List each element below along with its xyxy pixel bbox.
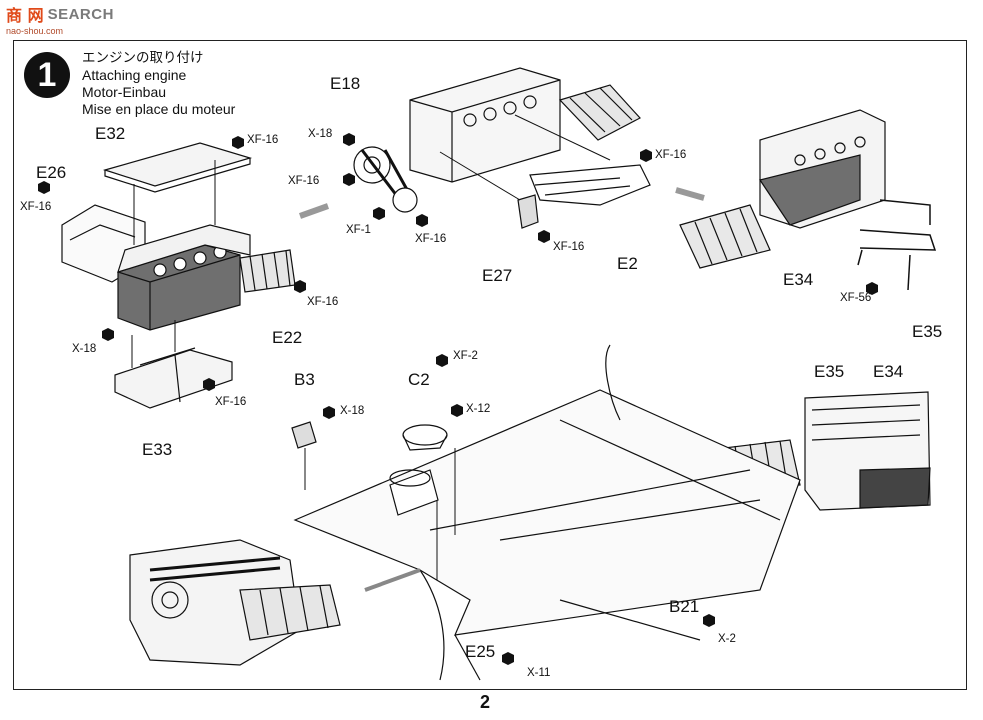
step-title-block: エンジンの取り付け Attaching engine Motor-Einbau … — [82, 50, 235, 118]
watermark-url: nao-shou.com — [6, 26, 64, 36]
step-title-en: Attaching engine — [82, 67, 187, 83]
code-xf16-e2: XF-16 — [655, 149, 687, 161]
instruction-frame — [13, 40, 967, 690]
code-xf16-e33: XF-16 — [215, 396, 247, 408]
code-xf16-e32: XF-16 — [247, 134, 279, 146]
part-label-e34-mid: E34 — [873, 362, 904, 381]
part-label-b3: B3 — [294, 370, 315, 389]
part-label-c2: C2 — [408, 370, 430, 389]
step-title-jp: エンジンの取り付け — [82, 50, 204, 66]
part-label-e18: E18 — [330, 74, 361, 93]
code-x11: X-11 — [527, 667, 551, 679]
code-xf16-e27: XF-16 — [553, 241, 585, 253]
code-x18-b3: X-18 — [340, 405, 365, 417]
part-label-e22: E22 — [272, 328, 303, 347]
part-label-e26: E26 — [36, 163, 67, 182]
watermark-cn: 商 网 — [6, 6, 44, 25]
part-label-e33: E33 — [142, 440, 173, 459]
part-label-e25: E25 — [465, 642, 496, 661]
code-xf56: XF-56 — [840, 292, 872, 304]
step-title-de: Motor-Einbau — [82, 84, 167, 100]
page-number: 2 — [480, 692, 491, 712]
part-label-e2: E2 — [617, 254, 638, 273]
watermark-en: SEARCH — [47, 5, 114, 23]
part-label-e34-top: E34 — [783, 270, 814, 289]
part-label-e35-mid: E35 — [814, 362, 845, 381]
code-xf16-e18: XF-16 — [288, 175, 320, 187]
code-xf2: XF-2 — [453, 350, 478, 362]
code-xf16-e22: XF-16 — [307, 296, 339, 308]
code-x18-e18: X-18 — [308, 128, 333, 140]
step-number-badge: 1 — [24, 52, 70, 98]
code-x18-left: X-18 — [72, 343, 97, 355]
code-xf16-e26: XF-16 — [20, 201, 52, 213]
part-label-b21: B21 — [669, 597, 700, 616]
code-x2: X-2 — [718, 633, 736, 645]
code-x12: X-12 — [466, 403, 491, 415]
code-xf16-e18b: XF-16 — [415, 233, 447, 245]
step-title-fr: Mise en place du moteur — [82, 101, 236, 117]
code-xf1: XF-1 — [346, 224, 371, 236]
part-label-e32: E32 — [95, 124, 126, 143]
part-label-e35-top: E35 — [912, 322, 943, 341]
part-label-e27: E27 — [482, 266, 513, 285]
watermark-logo: 商 网 SEARCH — [6, 4, 114, 26]
